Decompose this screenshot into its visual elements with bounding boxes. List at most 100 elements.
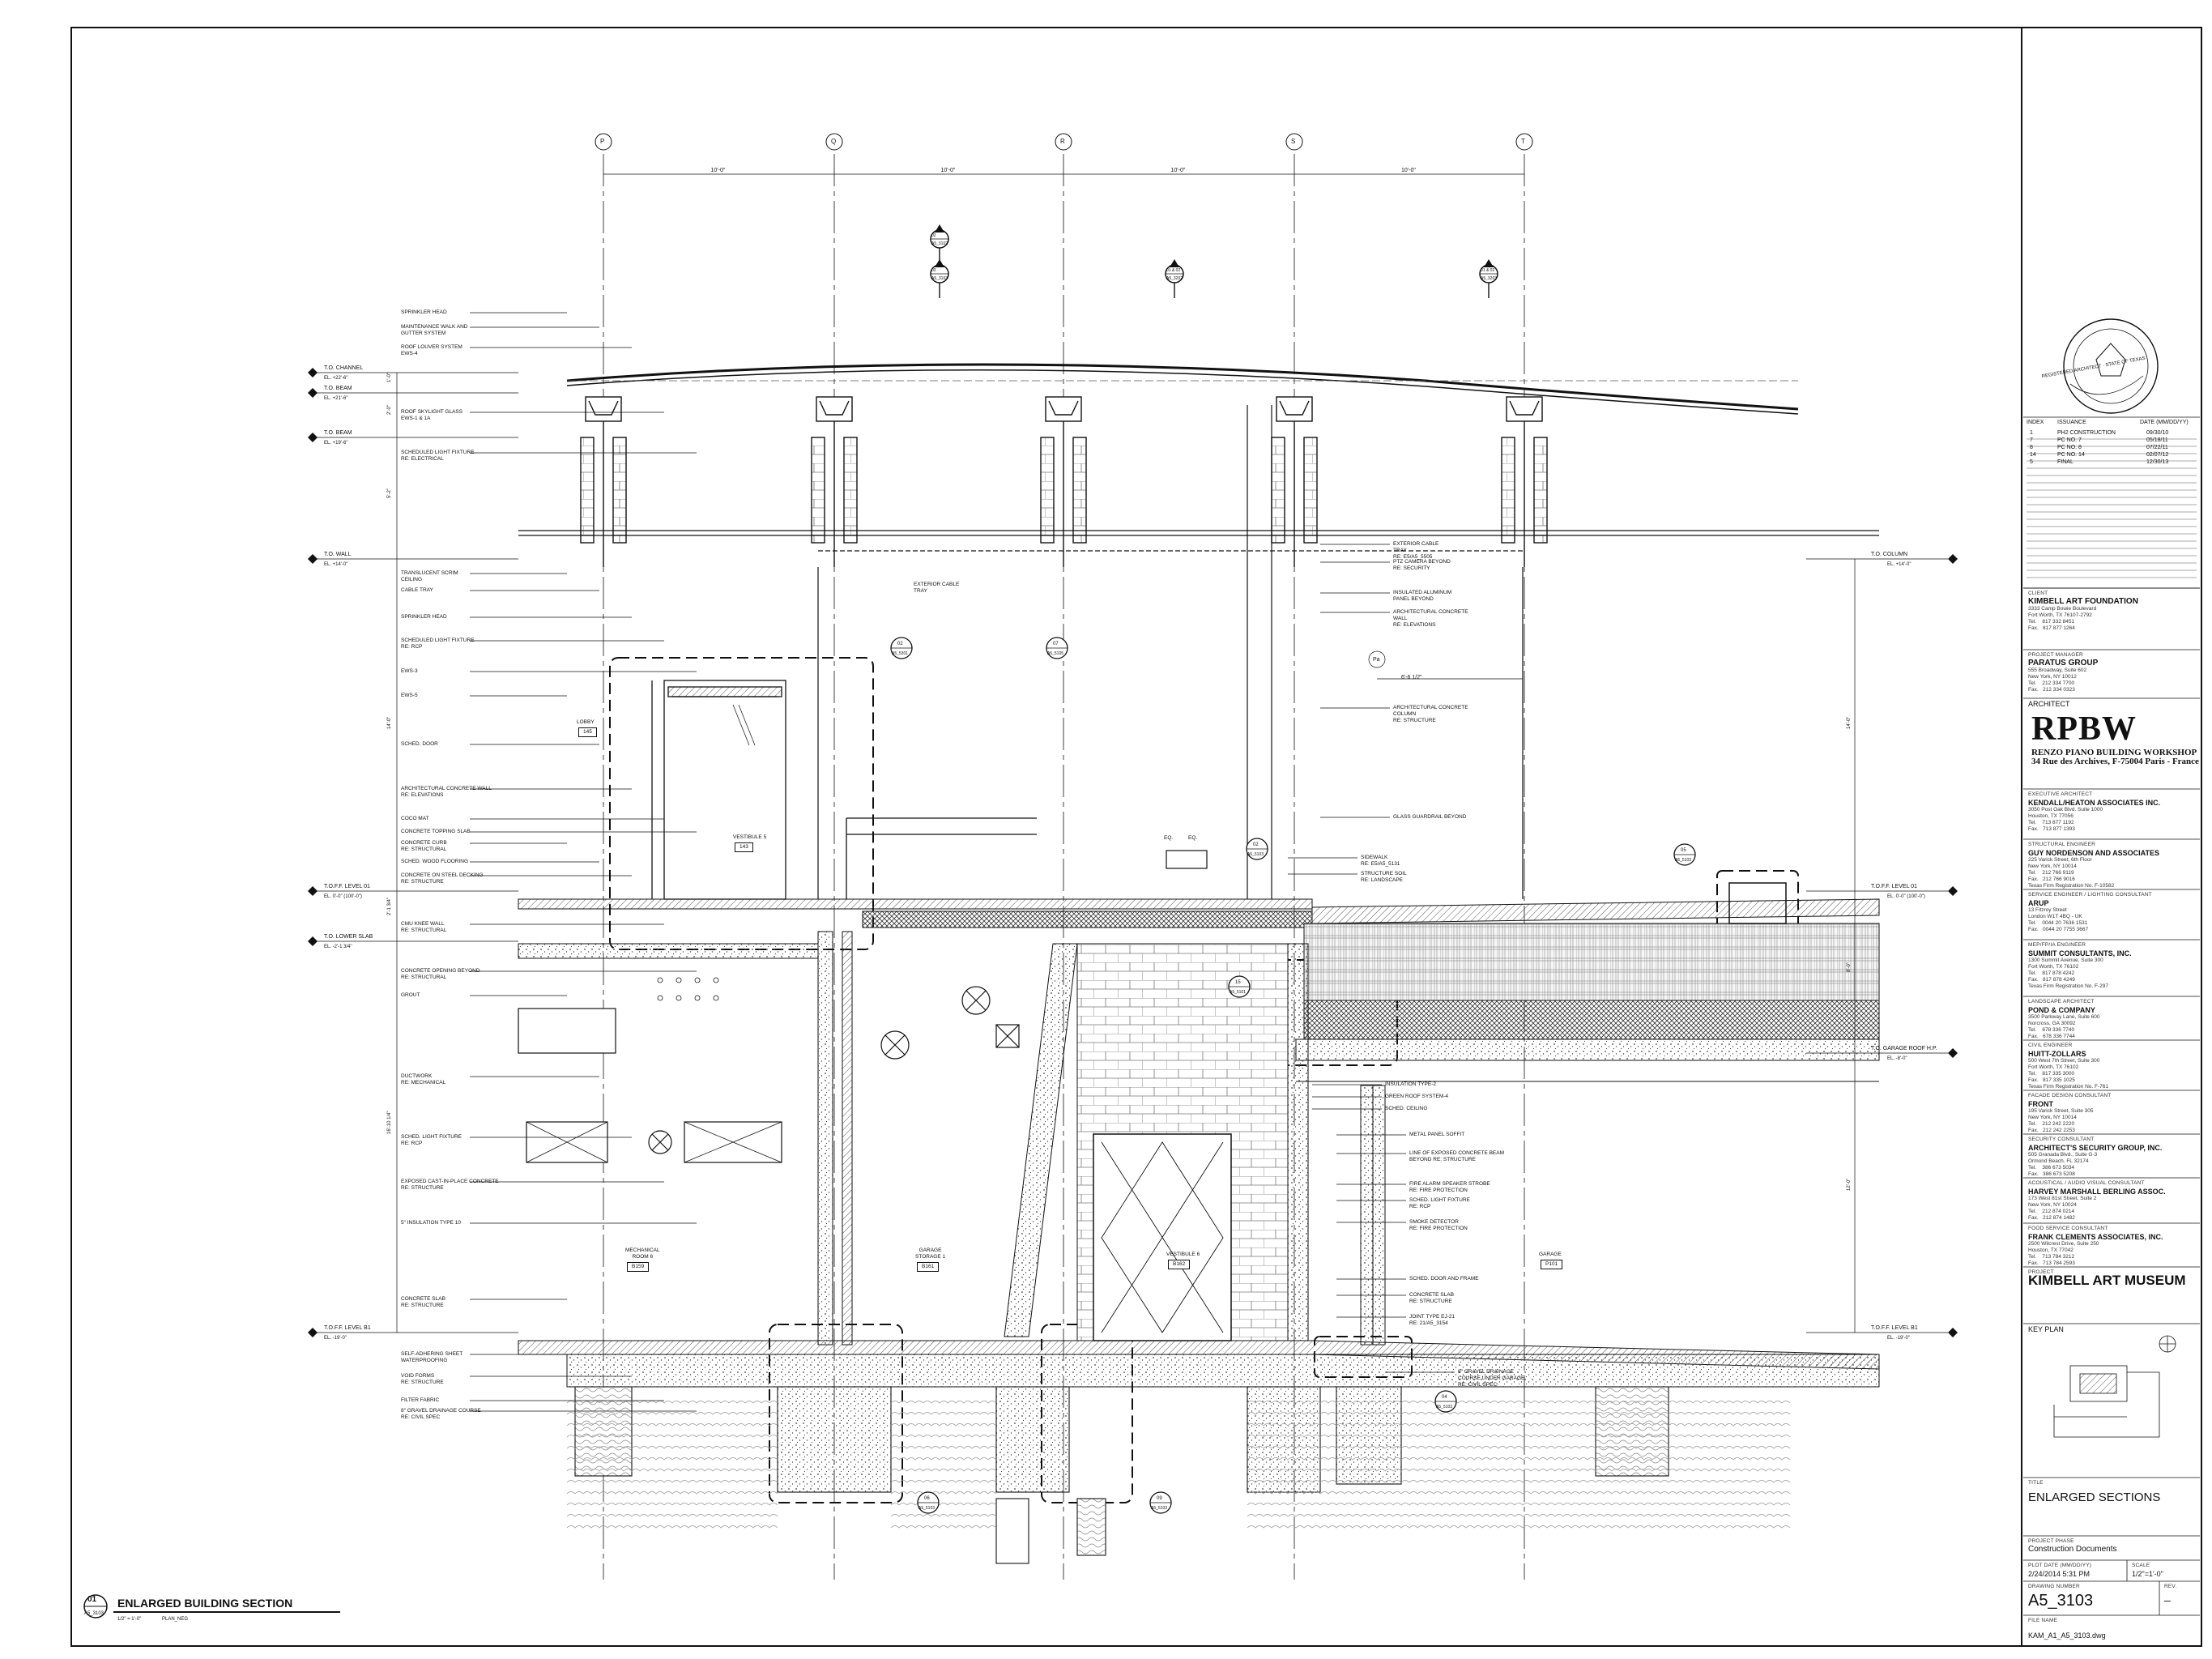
level-marker-icon (308, 388, 318, 398)
firm-addr: 225 Varick Street, 6th Floor New York, N… (2028, 857, 2115, 889)
revision-header: INDEX ISSUANCE DATE (MM/DD/YY) (2027, 420, 2189, 425)
soil-hatch (890, 1503, 997, 1506)
level-marker-icon (308, 368, 318, 377)
soil-hatch (1595, 1412, 1791, 1415)
left-callout: MAINTENANCE WALK AND GUTTER SYSTEM (401, 324, 468, 336)
right-callout: METAL PANEL SOFFIT (1409, 1132, 1465, 1137)
left-callout: ROOF SKYLIGHT GLASS EWS-1 & 1A (401, 409, 463, 421)
right-callout: LINE OF EXPOSED CONCRETE BEAM BEYOND RE:… (1409, 1150, 1505, 1162)
revision-date: 12/30/13 (2146, 459, 2169, 465)
soil-hatch (890, 1525, 997, 1529)
louver-fin (843, 437, 858, 544)
left-callout: CABLE TRAY (401, 587, 433, 593)
firm-addr: 500 West 7th Street, Suite 300 Fort Wort… (2028, 1058, 2108, 1090)
soil-hatch (566, 1457, 778, 1461)
soil-hatch (1595, 1446, 1791, 1449)
left-callout: 5" INSULATION TYPE 10 (401, 1220, 461, 1226)
file-name-field: FILE NAME KAM_A1_A5_3103.dwg (2028, 1618, 2106, 1640)
right-callout: GLASS GUARDRAIL BEYOND (1393, 814, 1467, 820)
soil-hatch (566, 1446, 778, 1449)
left-callout: CONCRETE SLAB RE: STRUCTURE (401, 1296, 445, 1308)
soil-hatch (1247, 1446, 1596, 1449)
room-name: VESTIBULE 5 (733, 834, 767, 840)
firm-addr: 505 Granada Blvd., Suite G-3 Ormond Beac… (2028, 1152, 2098, 1177)
soil-hatch (890, 1412, 997, 1415)
vertical-dimension: 16'-10 1/4" (387, 1111, 392, 1134)
firm-name: SUMMIT CONSULTANTS, INC. (2028, 949, 2132, 957)
soil-hatch (1247, 1457, 1596, 1461)
soil-hatch (890, 1480, 997, 1483)
firm-name: KENDALL/HEATON ASSOCIATES INC. (2028, 799, 2161, 807)
right-callout: FIRE ALARM SPEAKER STROBE RE: FIRE PROTE… (1409, 1181, 1490, 1193)
soil-hatch (1247, 1412, 1596, 1415)
architect-logo: RPBW (2031, 710, 2137, 748)
room-number: P101 (1541, 1260, 1563, 1269)
firm-addr: 173 West 81st Street, Suite 2 New York, … (2028, 1196, 2097, 1221)
detail-callout-sheet: A5_5101 (1230, 990, 1247, 995)
louver-fin (1533, 437, 1548, 544)
level-name: T.O. BEAM (324, 430, 352, 436)
detail-callout-number: 04 (1442, 1395, 1447, 1400)
level-elevation: EL. +19'-6" (324, 441, 348, 446)
drawing-sheet-ref: A5_3103 (84, 1611, 104, 1616)
right-callout: STRUCTURE SOIL RE: LANDSCAPE (1361, 871, 1407, 883)
section-tag-sheet: A5_3202 (1166, 276, 1183, 281)
grid-label: R (1060, 138, 1065, 145)
plot-date-field: PLOT DATE (MM/DD/YY) 2/24/2014 5:31 PM (2028, 1563, 2092, 1578)
grid-label: T (1521, 138, 1525, 145)
gutter-profile (1048, 400, 1079, 416)
firm-label: CIVIL ENGINEER (2028, 1043, 2073, 1048)
soil-hatch (1247, 1514, 1596, 1517)
left-callout: CMU KNEE WALL RE: STRUCTURAL (401, 921, 447, 933)
right-callout: INSULATED ALUMINUM PANEL BEYOND (1393, 590, 1452, 602)
grid-dimension: 10'-0" (1170, 168, 1186, 173)
firm-label: FACADE DESIGN CONSULTANT (2028, 1093, 2112, 1098)
level-name: T.O. GARAGE ROOF H.P. (1871, 1046, 1937, 1051)
title-field: TITLE ENLARGED SECTIONS (2028, 1480, 2161, 1504)
project-block: PROJECT KIMBELL ART MUSEUM (2028, 1269, 2186, 1288)
left-callout: SCHEDULED LIGHT FIXTURE RE: RCP (401, 638, 475, 650)
soil-hatch (890, 1457, 997, 1461)
soil-hatch (566, 1412, 778, 1415)
drawing-title: ENLARGED BUILDING SECTION (117, 1597, 293, 1610)
left-callout: 8" GRAVEL DRAINAGE COURSE RE: CIVIL SPEC (401, 1408, 481, 1420)
title-block: REGISTERED ARCHITECT · STATE OF TEXAS IN… (2022, 28, 2201, 1646)
detail-callout-number: 02 (897, 642, 903, 646)
level-marker-icon (308, 886, 318, 896)
firm-label: FOOD SERVICE CONSULTANT (2028, 1226, 2108, 1231)
left-callout: CONCRETE TOPPING SLAB (401, 829, 471, 834)
vertical-dimension: 8'-0" (1847, 962, 1852, 972)
soil-hatch (566, 1401, 778, 1404)
grid-bubble (1055, 133, 1072, 151)
left-callout: COCO MAT (401, 816, 429, 821)
gutter-assembly (1506, 396, 1543, 422)
revision-date: 07/22/11 (2146, 445, 2168, 450)
level-elevation: EL. -19'-0" (1887, 1336, 1910, 1341)
detail-callout-number: 02 (1253, 842, 1259, 847)
revision-issuance: FINAL (2057, 459, 2073, 465)
level-elevation: EL. 0'-0" (100'-0") (324, 894, 362, 899)
level-marker-icon (308, 1328, 318, 1337)
section-tag-arrow (1170, 259, 1179, 267)
right-callout: GREEN ROOF SYSTEM-4 (1385, 1094, 1449, 1099)
level-name: T.O.F.F. LEVEL 01 (1871, 884, 1917, 889)
revision-issuance: PC NO. 14 (2057, 452, 2085, 458)
section-tag-sheet: A5_3203 (1481, 276, 1498, 281)
soil-hatch (566, 1491, 778, 1495)
right-callout: INSULATION TYPE-2 (1385, 1081, 1436, 1087)
gutter-assembly (1276, 396, 1313, 422)
level-elevation: EL. 0'-0" (100'-0") (1887, 894, 1925, 899)
vertical-dimension: 1'-0" (387, 373, 392, 382)
drawing-plan-ref: PLAN_NEG (162, 1617, 189, 1622)
soil-hatch (890, 1514, 997, 1517)
grid-tag-bubble (1368, 650, 1386, 668)
dimension-label: 6'-6 1/2" (1401, 675, 1422, 680)
left-callout: SPRINKLER HEAD (401, 614, 447, 620)
room-number: 145 (578, 727, 597, 737)
firm-addr: 13 Fitzroy Street London W1T 4BQ - UK Te… (2028, 907, 2089, 932)
left-callout: SCHED. WOOD FLOORING (401, 859, 469, 864)
